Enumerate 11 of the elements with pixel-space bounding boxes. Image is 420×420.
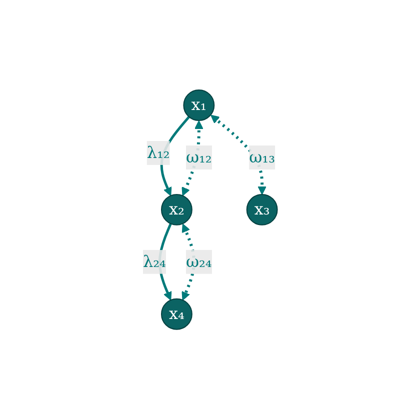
edge-label: ω₁₃ (248, 148, 275, 167)
edge-label: ω₁₂ (186, 148, 212, 167)
arrow (210, 115, 266, 196)
node-circle: x₄ (160, 298, 192, 330)
edge-label: λ₁₂ (146, 143, 170, 162)
node-circle: x₁ (183, 90, 214, 122)
node-circle: x₂ (160, 194, 192, 226)
arrow (160, 116, 190, 196)
edge-label: ω₂₄ (186, 252, 212, 272)
node-circle: x₃ (246, 194, 278, 226)
edge-label: λ₂₄ (142, 252, 166, 272)
